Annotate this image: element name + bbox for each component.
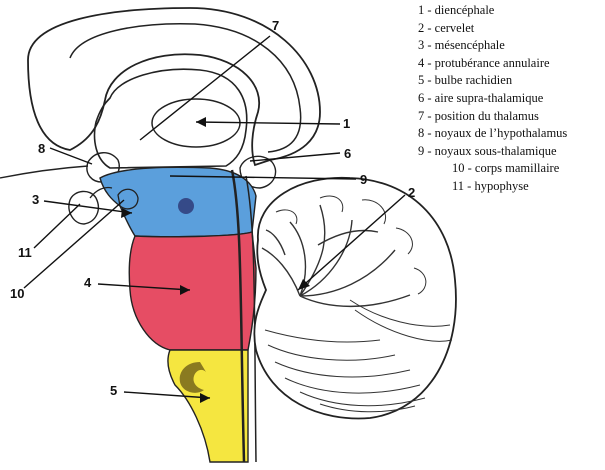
- legend-text: corps mamillaire: [474, 161, 560, 176]
- legend-text: diencéphale: [434, 3, 495, 17]
- callout-9: 9: [360, 172, 367, 187]
- legend-text: aire supra-thalamique: [434, 90, 544, 105]
- legend-item: 3 - mésencéphale: [418, 38, 505, 53]
- legend-number: 7: [418, 108, 425, 123]
- arrowhead-2: [298, 279, 310, 290]
- leader-line-7: [139, 35, 271, 141]
- cerebral-hemisphere-outline: [27, 7, 321, 167]
- legend-item: 9 - noyaux sous-thalamique: [418, 143, 557, 158]
- callout-7: 7: [272, 18, 279, 33]
- legend-text: protubérance annulaire: [434, 55, 550, 70]
- callout-5: 5: [110, 383, 117, 398]
- leader-line-11: [33, 203, 81, 249]
- callout-3: 3: [32, 192, 39, 207]
- leader-line-8: [49, 147, 93, 165]
- left-stem-line: [0, 165, 89, 179]
- legend-number: 1: [418, 3, 425, 17]
- legend: 1 - diencéphale 2 - cervelet 3 - mésencéph…: [418, 2, 603, 196]
- legend-text: bulbe rachidien: [434, 73, 513, 88]
- legend-number: 9: [418, 143, 425, 158]
- legend-item: 2 - cervelet: [418, 20, 475, 35]
- callout-2: 2: [408, 185, 415, 200]
- legend-text: noyaux sous-thalamique: [434, 143, 557, 158]
- legend-number: 11: [452, 178, 465, 193]
- corpus-callosum-outline: [69, 23, 302, 153]
- legend-number: 4: [418, 55, 425, 70]
- ventricle-line: [230, 169, 246, 463]
- callout-4: 4: [84, 275, 92, 290]
- legend-item: 1 - diencéphale: [418, 3, 495, 17]
- legend-item: 4 - protubérance annulaire: [418, 55, 550, 70]
- leader-line-9: [169, 175, 357, 180]
- legend-item: 7 - position du thalamus: [418, 108, 539, 123]
- leader-line-1: [195, 121, 341, 125]
- legend-number: 2: [418, 20, 425, 35]
- legend-item: 10 - corps mamillaire: [452, 161, 560, 176]
- legend-text: position du thalamus: [434, 108, 539, 123]
- bulbe-region: [167, 349, 249, 463]
- legend-text: noyaux de l’hypothalamus: [434, 126, 568, 141]
- callout-8: 8: [38, 141, 45, 156]
- protuberance-region: [128, 231, 257, 351]
- leader-line-4: [97, 283, 191, 291]
- legend-number: 10: [452, 161, 465, 176]
- legend-text: cervelet: [434, 20, 475, 35]
- leader-line-2: [297, 194, 406, 291]
- hypophyse-outline: [68, 190, 100, 225]
- diencephale-outline: [93, 68, 248, 169]
- bulbe-olive: [179, 362, 206, 393]
- callout-6: 6: [344, 146, 351, 161]
- arrowhead-1: [196, 117, 206, 127]
- legend-number: 6: [418, 90, 425, 105]
- legend-text: hypophyse: [474, 178, 529, 193]
- arrowhead-5: [200, 393, 210, 403]
- legend-item: 5 - bulbe rachidien: [418, 73, 513, 88]
- arrowhead-4: [180, 285, 190, 295]
- callout-11: 11: [18, 245, 32, 260]
- leader-line-10: [23, 199, 125, 289]
- leader-line-3: [43, 200, 133, 214]
- legend-number: 8: [418, 126, 425, 141]
- legend-number: 3: [418, 38, 425, 53]
- infundibulum: [89, 186, 113, 199]
- legend-number: 5: [418, 73, 425, 88]
- legend-text: mésencéphale: [434, 38, 505, 53]
- legend-item: 8 - noyaux de l’hypothalamus: [418, 126, 568, 141]
- legend-item: 11 - hypophyse: [452, 178, 529, 193]
- leader-line-6: [249, 152, 341, 162]
- arrowhead-3: [121, 208, 132, 218]
- leader-line-5: [123, 391, 211, 399]
- legend-item: 6 - aire supra-thalamique: [418, 90, 544, 105]
- callout-1: 1: [343, 116, 350, 131]
- ventricle-line-2: [245, 175, 257, 463]
- corps-mamillaire-outline: [117, 188, 139, 210]
- mesencephale-nucleus: [178, 198, 194, 214]
- callout-10: 10: [10, 286, 24, 301]
- cervelet: [253, 176, 457, 420]
